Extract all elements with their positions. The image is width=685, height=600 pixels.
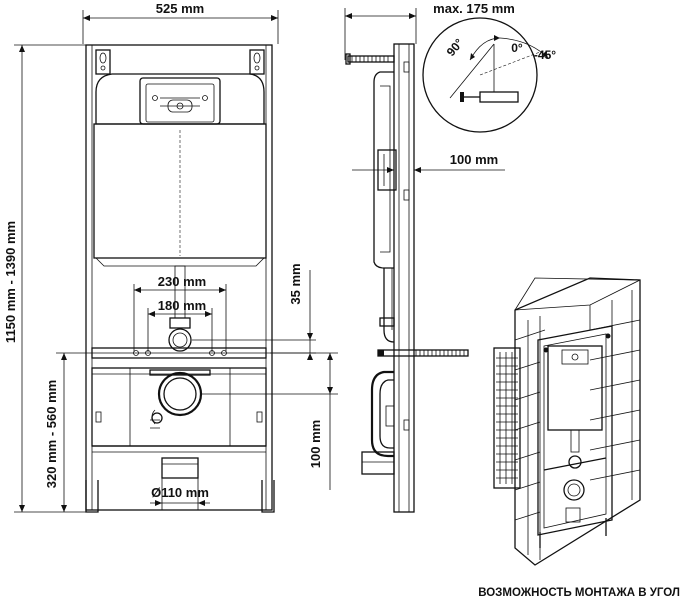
side-view: max. 175 mm	[344, 1, 556, 513]
outlet-height-dimension: 100 mm	[56, 352, 338, 490]
outlet-height-label: 100 mm	[308, 420, 323, 468]
width-dimension: 525 mm	[82, 1, 279, 44]
drain-bend-side	[361, 370, 395, 475]
wall-anchor-bottom	[377, 349, 469, 357]
flush-pipe-side	[379, 268, 395, 343]
frame-profile	[393, 43, 415, 513]
wall-anchor-top	[345, 53, 395, 65]
angle-adjust-detail: 90° 0° -45°	[422, 17, 556, 133]
cistern-tank	[93, 73, 267, 267]
outlet-offset-dimension: 35 mm	[192, 263, 316, 360]
corner-frame	[537, 325, 613, 548]
mount-bracket-left	[95, 49, 111, 75]
angle-90-label: 90°	[444, 36, 467, 59]
drain-height-label: 320 mm - 560 mm	[44, 380, 59, 488]
side-depth-dimension: 100 mm	[352, 152, 505, 173]
frame-outline	[85, 44, 273, 511]
perforated-panel	[493, 347, 521, 489]
pipe-diameter-label: Ø110 mm	[151, 485, 209, 500]
drain-pipe	[161, 457, 199, 479]
depth-dimension: max. 175 mm	[344, 1, 515, 60]
angle-0-label: 0°	[511, 41, 523, 55]
corner-install-illustration	[493, 277, 641, 566]
angle-45-label: -45°	[534, 48, 556, 62]
frame-height-dimension: 1150 mm - 1390 mm	[3, 44, 86, 513]
mount-bracket-right	[249, 49, 265, 75]
bolt-spacing-outer-label: 230 mm	[158, 274, 206, 289]
outlet-offset-label: 35 mm	[288, 263, 303, 304]
frame-feet	[85, 480, 275, 513]
pipe-diameter-dimension: Ø110 mm	[150, 478, 210, 510]
bolt-spacing-dimensions: 230 mm 180 mm	[133, 274, 227, 352]
flush-pipe	[168, 265, 192, 352]
bolt-spacing-inner-label: 180 mm	[158, 298, 206, 313]
bowl-outlet	[149, 369, 211, 429]
side-depth-label: 100 mm	[450, 152, 498, 167]
drain-height-dimension: 320 mm - 560 mm	[44, 353, 67, 512]
width-label: 525 mm	[156, 1, 204, 16]
depth-label: max. 175 mm	[433, 1, 515, 16]
frame-height-label: 1150 mm - 1390 mm	[3, 221, 18, 343]
front-view: 525 mm	[3, 1, 338, 513]
corner-install-caption: ВОЗМОЖНОСТЬ МОНТАЖА В УГОЛ	[478, 587, 680, 599]
